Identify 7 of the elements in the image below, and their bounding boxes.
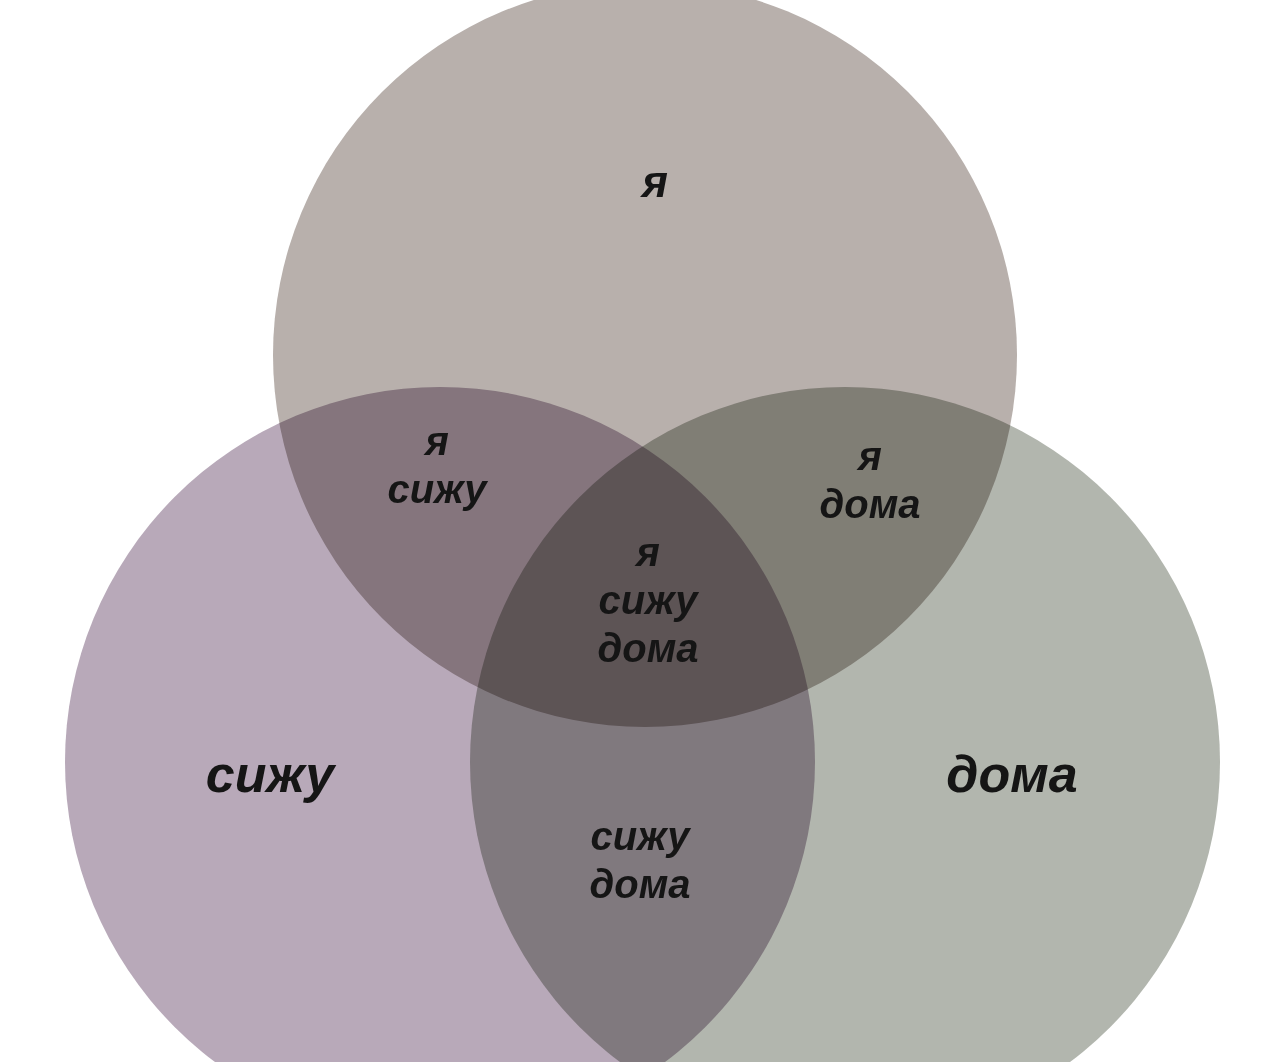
set-label: я bbox=[642, 157, 668, 207]
set-label: дома bbox=[946, 746, 1078, 804]
intersection-label: сижу дома bbox=[589, 813, 691, 908]
set-label: сижу bbox=[205, 746, 335, 804]
intersection-label: я сижу bbox=[387, 418, 487, 513]
intersection-label: я дома bbox=[819, 433, 921, 528]
intersection-label: я сижу дома bbox=[597, 529, 699, 672]
